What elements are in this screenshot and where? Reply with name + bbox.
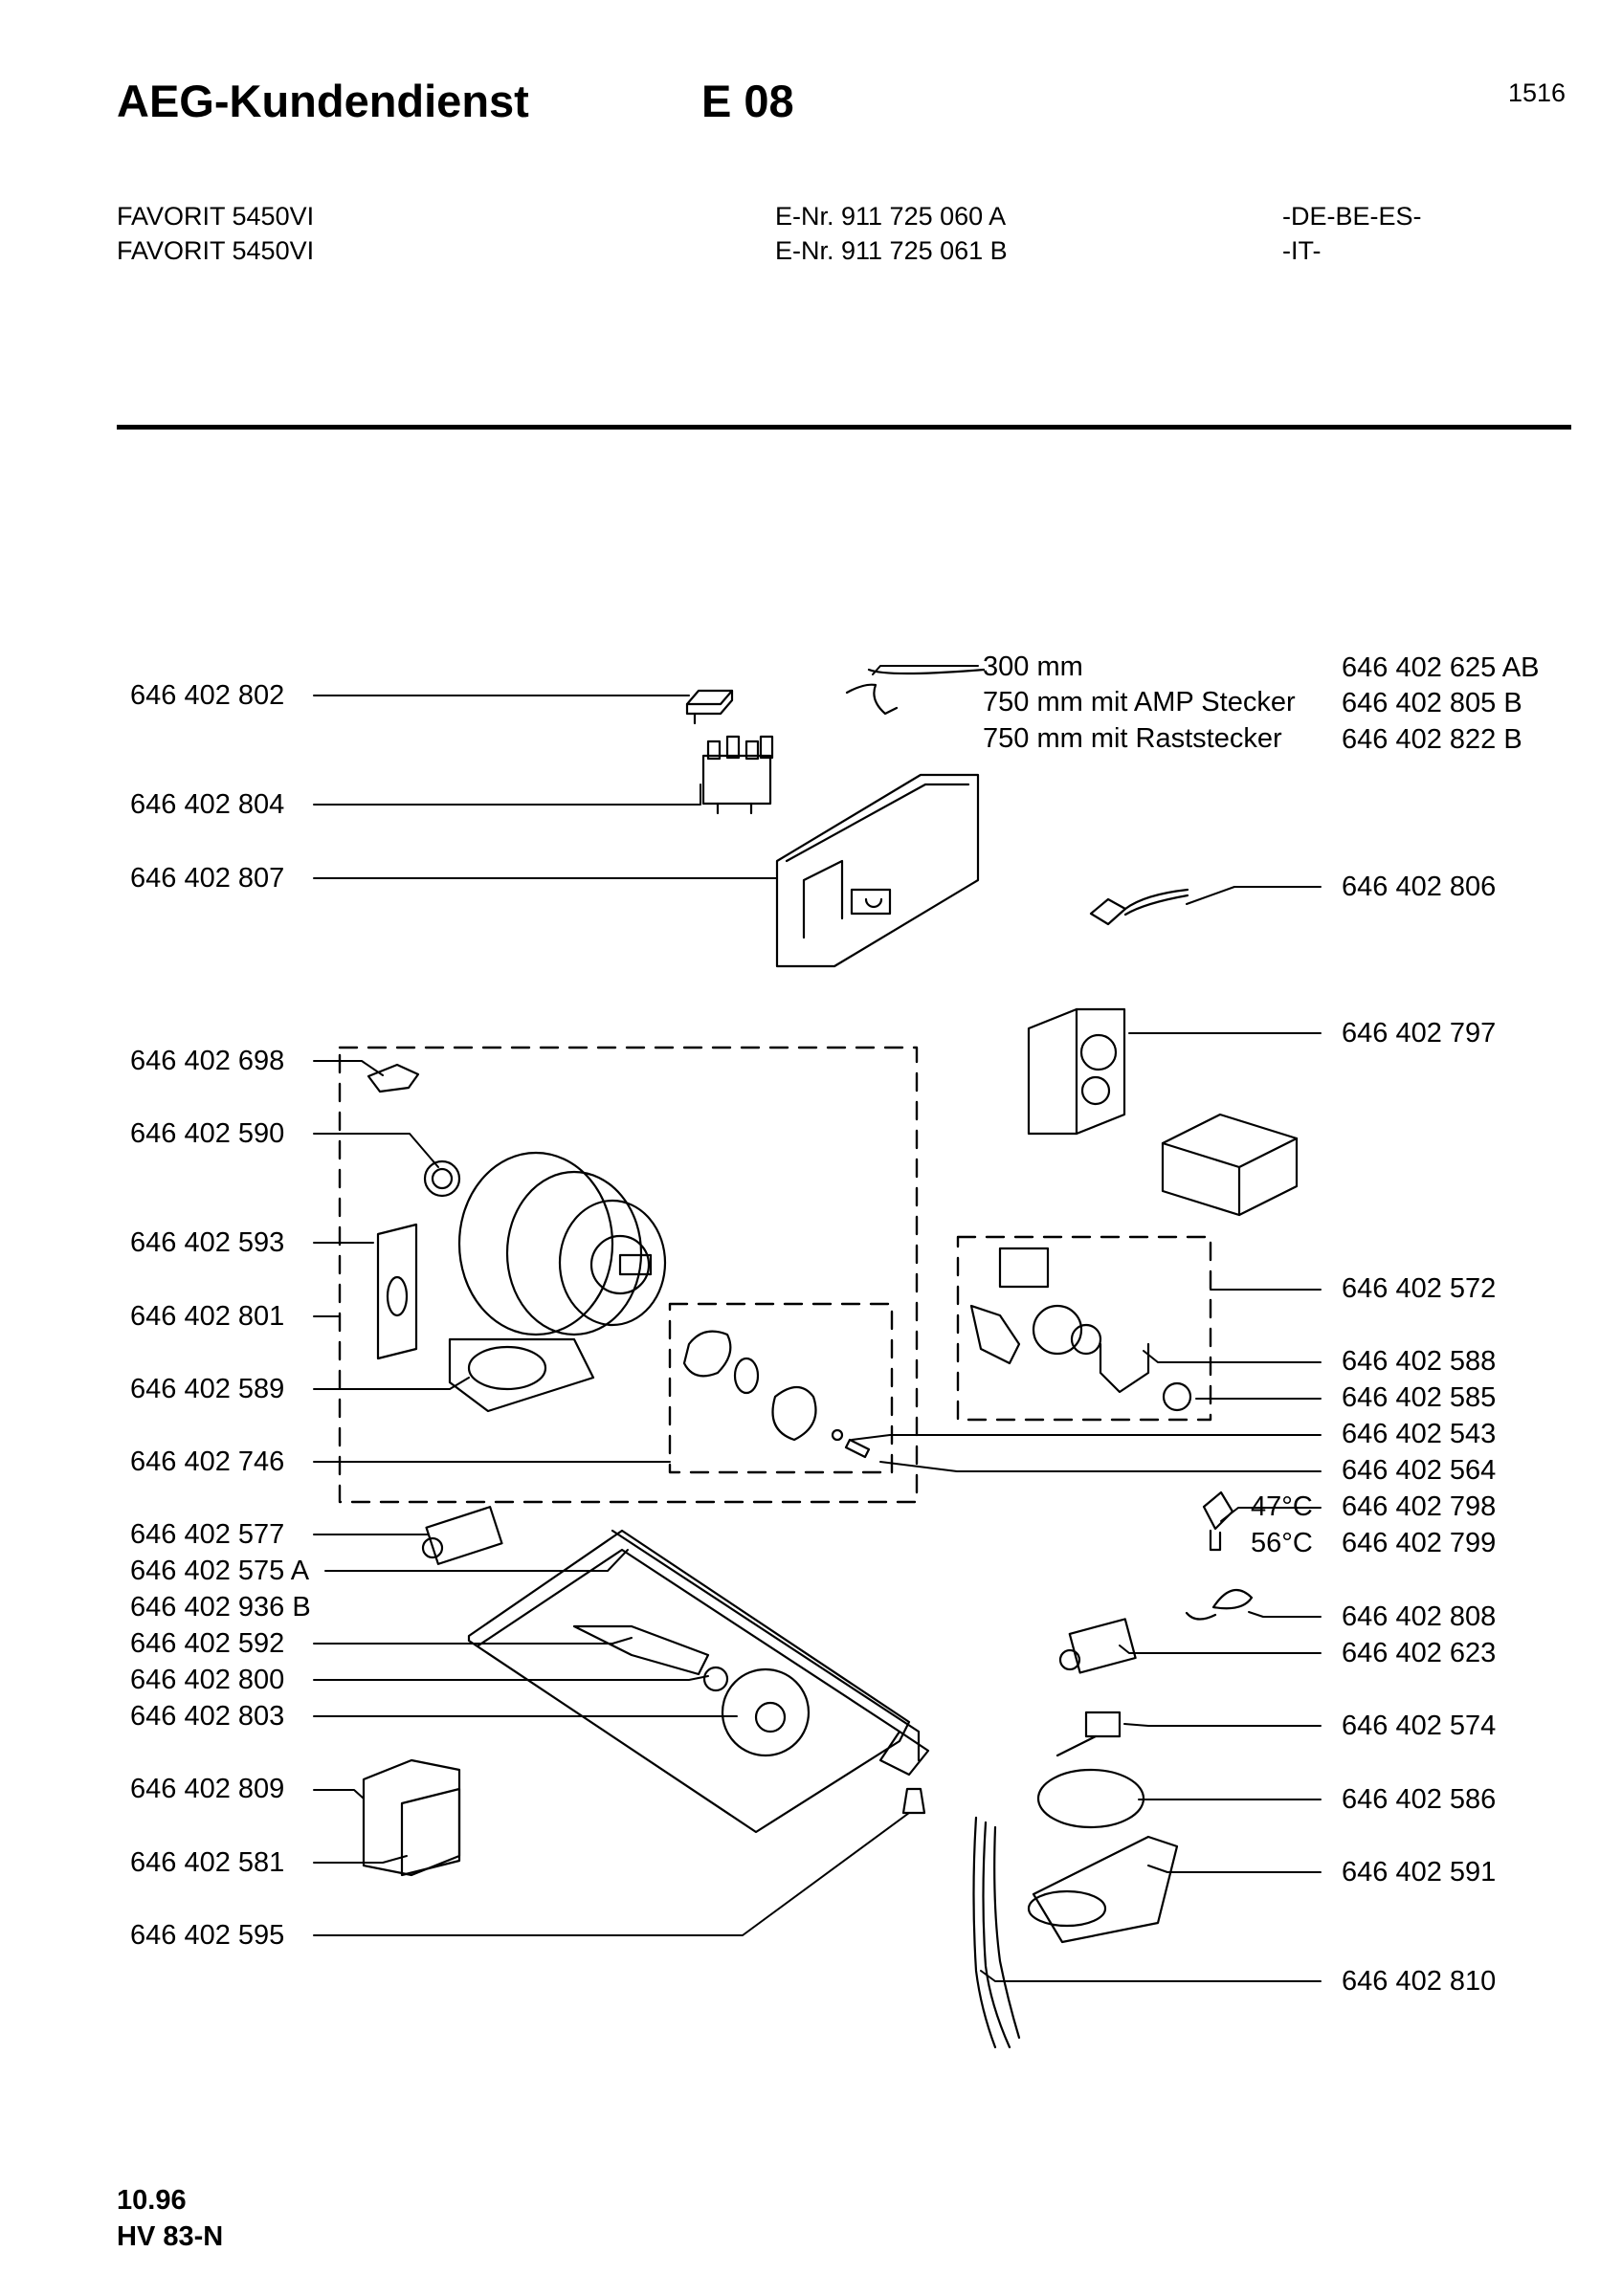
part-label: 646 402 698 [130,1046,285,1076]
wiring-harness-drawing [972,1816,1021,2049]
model-countries: -DE-BE-ES- [1282,202,1422,231]
part-label: 646 402 575 A [130,1556,310,1586]
part-label: 646 402 746 [130,1446,285,1477]
control-housing-drawing [775,773,980,968]
part-label: 646 402 585 [1342,1382,1497,1413]
part-label: 646 402 805 B [1342,688,1522,718]
model-enr: E-Nr. 911 725 060 A [775,202,1007,231]
cable-connector-drawing [1089,888,1189,926]
temperature-label: 56°C [1251,1528,1313,1558]
wire-option: 750 mm mit Raststecker [983,723,1282,754]
pressure-switch-group-box [956,1235,1212,1422]
part-label: 646 402 623 [1342,1638,1497,1668]
part-label: 646 402 807 [130,863,285,894]
part-label: 646 402 586 [1342,1784,1497,1815]
part-label: 646 402 591 [1342,1857,1497,1888]
drain-motor-drawing [721,1667,811,1757]
part-label: 646 402 625 AB [1342,652,1540,683]
part-label: 646 402 543 [1342,1419,1497,1449]
model-name: FAVORIT 5450VI [117,236,315,265]
wire-option: 750 mm mit AMP Stecker [983,687,1296,718]
model-name: FAVORIT 5450VI [117,202,315,231]
motor-623-drawing [1058,1618,1137,1674]
part-label: 646 402 564 [1342,1455,1497,1486]
part-label: 646 402 800 [130,1665,285,1695]
part-label: 646 402 809 [130,1774,285,1804]
part-label: 646 402 593 [130,1227,285,1258]
part-label: 646 402 801 [130,1301,285,1332]
part-label: 646 402 577 [130,1519,285,1550]
part-label: 646 402 588 [1342,1346,1497,1377]
control-module-drawing [362,1758,461,1877]
plug-drawing [901,1787,926,1815]
section-code: E 08 [701,76,794,126]
thermal-fuse-drawing [702,1666,729,1692]
relay-drawing [572,1624,710,1676]
part-label: 646 402 798 [1342,1491,1497,1522]
microswitch-drawing [1055,1711,1122,1757]
programmer-drawing [1027,1007,1299,1217]
part-label: 646 402 592 [130,1628,285,1659]
part-label: 646 402 804 [130,789,285,820]
motor-drawing [367,1063,667,1413]
impeller-group-box [668,1302,894,1474]
part-label: 646 402 572 [1342,1273,1497,1304]
terminal-block-drawing [701,735,774,815]
header-rule [117,425,1571,430]
page-number: 1516 [1508,78,1566,107]
heating-element-drawing [467,1529,930,1834]
part-label: 646 402 803 [130,1701,285,1732]
capacitor-drawing [421,1506,503,1565]
part-label: 646 402 590 [130,1118,285,1149]
wire-drawing [845,683,899,716]
part-label: 646 402 581 [130,1847,285,1878]
clip-drawing [1185,1588,1254,1621]
thermostat-drawing [1202,1490,1234,1531]
part-label: 646 402 822 B [1342,724,1522,755]
brand-title: AEG-Kundendienst [117,76,529,126]
part-label: 646 402 808 [1342,1601,1497,1632]
filter-drawing [1036,1768,1145,1829]
part-label: 646 402 595 [130,1920,285,1951]
housing-591-drawing [1027,1835,1179,1944]
part-label: 646 402 802 [130,680,285,711]
part-label: 646 402 806 [1342,872,1497,902]
connector-drawing [685,689,734,725]
part-label: 646 402 936 B [130,1592,311,1623]
part-label: 646 402 797 [1342,1018,1497,1049]
footer-code: HV 83-N [117,2221,224,2252]
model-countries: -IT- [1282,236,1322,265]
motor-group-box [338,1046,919,1504]
impeller-drawing [682,1330,871,1459]
part-label: 646 402 799 [1342,1528,1497,1558]
part-label: 646 402 589 [130,1374,285,1404]
part-label: 646 402 810 [1342,1966,1497,1997]
model-enr: E-Nr. 911 725 061 B [775,236,1008,265]
footer-date: 10.96 [117,2185,187,2216]
wire-option: 300 mm [983,651,1083,682]
part-label: 646 402 574 [1342,1711,1497,1741]
pressure-switch-drawing [969,1247,1192,1412]
